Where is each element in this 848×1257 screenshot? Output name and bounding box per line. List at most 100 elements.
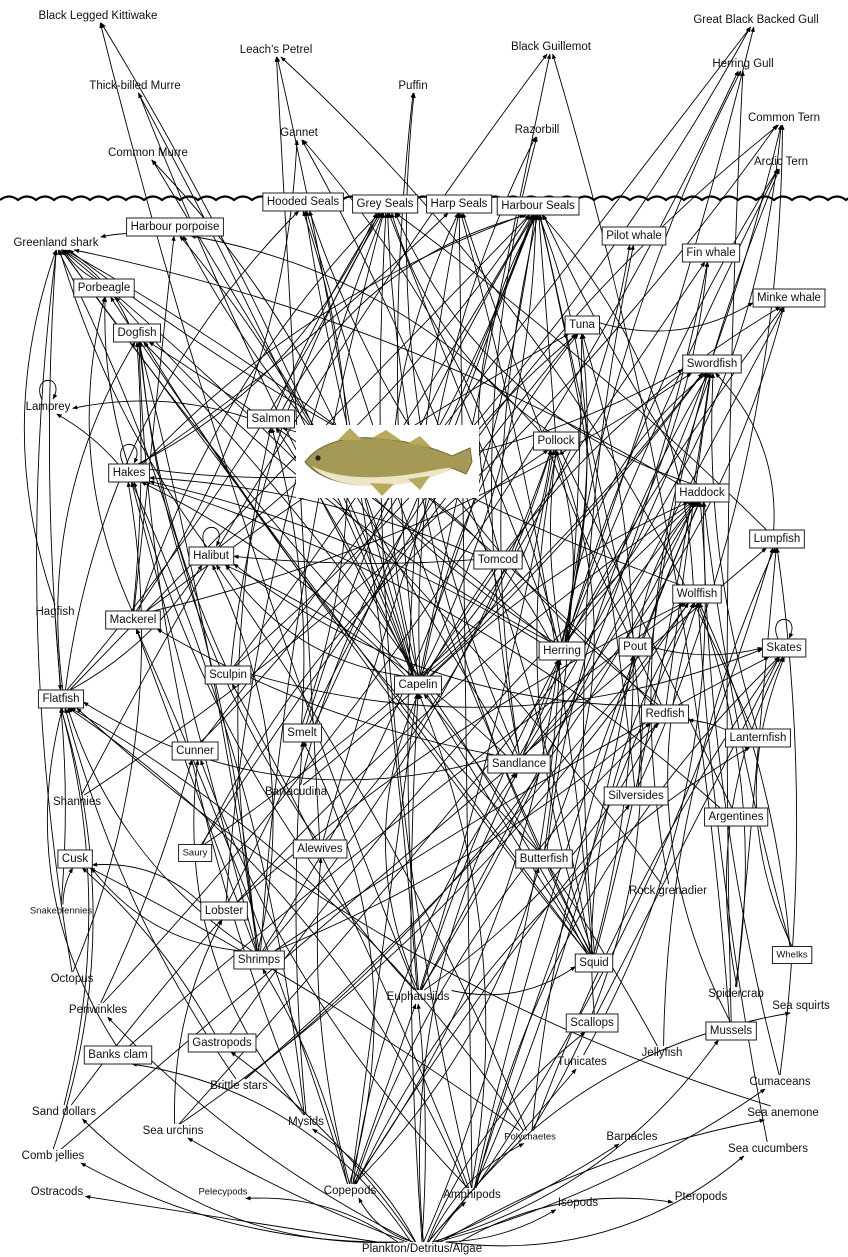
node-label-argentines: Argentines: [709, 811, 764, 823]
feeding-link-plankton-detritus-algae-to-copepods: [359, 1198, 414, 1242]
node-label-amphipods: Amphipods: [443, 1189, 501, 1201]
node-cumaceans: Cumaceans: [749, 1076, 811, 1088]
node-label-harbour-porpoise: Harbour porpoise: [131, 221, 220, 233]
feeding-link-plankton-detritus-algae-to-isopods: [446, 1210, 556, 1242]
node-label-swordfish: Swordfish: [687, 358, 738, 370]
feeding-link-shannies-to-black-guillemot: [82, 54, 548, 795]
node-argentines: Argentines: [705, 808, 768, 826]
node-herring: Herring: [539, 642, 585, 660]
node-rock-grenadier: Rock grenadier: [629, 885, 707, 897]
node-label-euphausiids: Euphausiids: [387, 991, 450, 1003]
node-label-pollock: Pollock: [537, 435, 574, 447]
node-amphipods: Amphipods: [443, 1189, 501, 1201]
node-fin-whale: Fin whale: [682, 244, 739, 262]
node-label-squid: Squid: [579, 957, 608, 969]
node-grey-seals: Grey Seals: [353, 195, 418, 213]
node-redfish: Redfish: [642, 705, 689, 723]
node-label-harbour-seals: Harbour Seals: [501, 200, 575, 212]
node-label-hakes: Hakes: [113, 467, 146, 479]
node-label-hagfish: Hagfish: [36, 606, 75, 618]
node-tomcod: Tomcod: [474, 551, 522, 569]
feeding-link-mackerel-to-porbeagle: [89, 297, 132, 611]
feeding-link-plankton-detritus-algae-to-sea-squirts: [433, 1013, 790, 1242]
cod-illustration: [296, 425, 479, 498]
node-label-puffin: Puffin: [398, 80, 427, 92]
node-label-barracudina: Barracudina: [265, 786, 328, 798]
feeding-link-spidercrab-to-lumpfish: [737, 548, 777, 987]
node-mussels: Mussels: [706, 1022, 756, 1040]
node-harbour-porpoise: Harbour porpoise: [127, 218, 224, 236]
node-label-smelt: Smelt: [287, 727, 317, 739]
node-cusk: Cusk: [58, 850, 92, 868]
node-label-pteropods: Pteropods: [675, 1191, 728, 1203]
node-label-gastropods: Gastropods: [192, 1037, 252, 1049]
node-barnacles: Barnacles: [606, 1131, 657, 1143]
node-skates: Skates: [762, 639, 805, 657]
node-thick-billed-murre: Thick-billed Murre: [89, 80, 180, 92]
node-label-lanternfish: Lanternfish: [730, 732, 787, 744]
node-shrimps: Shrimps: [234, 951, 284, 969]
node-label-rock-grenadier: Rock grenadier: [629, 885, 707, 897]
feeding-link-euphausiids-to-harp-seals: [408, 213, 459, 990]
node-label-haddock: Haddock: [679, 487, 725, 499]
sea-surface-wave: [0, 197, 848, 201]
node-label-sea-cucumbers: Sea cucumbers: [728, 1143, 808, 1155]
node-label-sculpin: Sculpin: [209, 669, 247, 681]
node-great-black-backed-gull: Great Black Backed Gull: [693, 14, 818, 26]
node-label-capelin: Capelin: [399, 679, 438, 691]
node-swordfish: Swordfish: [683, 355, 742, 373]
node-pelecypods: Pelecypods: [198, 1187, 247, 1198]
node-tuna: Tuna: [565, 316, 599, 334]
node-razorbill: Razorbill: [515, 124, 560, 136]
feeding-link-comb-jellies-to-flatfish: [53, 708, 93, 1149]
node-pilot-whale: Pilot whale: [602, 227, 666, 245]
node-shannies: Shannies: [53, 796, 101, 808]
node-label-black-legged-kittiwake: Black Legged Kittiwake: [39, 10, 158, 22]
node-label-greenland-shark: Greenland shark: [13, 237, 98, 249]
node-mysids: Mysids: [288, 1116, 324, 1128]
node-hagfish: Hagfish: [36, 606, 75, 618]
node-salmon: Salmon: [248, 410, 295, 428]
feeding-link-shrimps-to-halibut: [213, 565, 274, 951]
node-label-mysids: Mysids: [288, 1116, 324, 1128]
node-hooded-seals: Hooded Seals: [263, 193, 343, 211]
node-label-shrimps: Shrimps: [238, 954, 280, 966]
node-label-spidercrab: Spidercrab: [708, 988, 764, 1000]
node-label-skates: Skates: [766, 642, 801, 654]
node-sandlance: Sandlance: [488, 755, 550, 773]
node-harbour-seals: Harbour Seals: [497, 197, 579, 215]
feeding-link-sea-urchins-to-lobster: [174, 920, 222, 1124]
node-label-redfish: Redfish: [646, 708, 685, 720]
node-label-sandlance: Sandlance: [492, 758, 546, 770]
node-periwinkles: Periwinkles: [69, 1004, 127, 1016]
feeding-link-tomcod-to-harbour-seals: [479, 215, 537, 551]
node-sea-cucumbers: Sea cucumbers: [728, 1143, 808, 1155]
node-label-dogfish: Dogfish: [118, 327, 157, 339]
node-capelin: Capelin: [395, 676, 442, 694]
node-sea-squirts: Sea squirts: [772, 1000, 830, 1012]
feeding-link-snakeblennies-to-cusk: [63, 868, 73, 905]
node-label-plankton-detritus-algae: Plankton/Detritus/Algae: [362, 1243, 482, 1255]
node-porbeagle: Porbeagle: [74, 279, 134, 297]
feeding-link-harbour-porpoise-to-greenland-shark: [101, 234, 127, 238]
node-label-brittle-stars: Brittle stars: [210, 1080, 268, 1092]
feeding-link-shrimps-to-greenland-shark: [58, 250, 257, 951]
feeding-link-hakes-to-lamprey: [57, 414, 118, 464]
feeding-link-octopus-to-hakes: [73, 482, 142, 972]
feeding-link-polychaetes-to-cusk: [90, 868, 520, 1131]
node-label-great-black-backed-gull: Great Black Backed Gull: [693, 14, 818, 26]
node-silversides: Silversides: [604, 787, 668, 805]
node-copepods: Copepods: [324, 1185, 377, 1197]
node-label-gannet: Gannet: [280, 127, 319, 139]
node-label-banks-clam: Banks clam: [88, 1049, 147, 1061]
node-mackerel: Mackerel: [106, 611, 161, 629]
node-gannet: Gannet: [280, 127, 319, 139]
node-label-mackerel: Mackerel: [110, 614, 157, 626]
node-label-octopus: Octopus: [51, 973, 94, 985]
node-snakeblennies: Snakeblennies: [30, 906, 93, 917]
node-label-harp-seals: Harp Seals: [431, 198, 488, 210]
node-wolffish: Wolffish: [673, 585, 721, 603]
node-label-leachs-petrel: Leach's Petrel: [240, 44, 313, 56]
node-scallops: Scallops: [566, 1014, 618, 1032]
